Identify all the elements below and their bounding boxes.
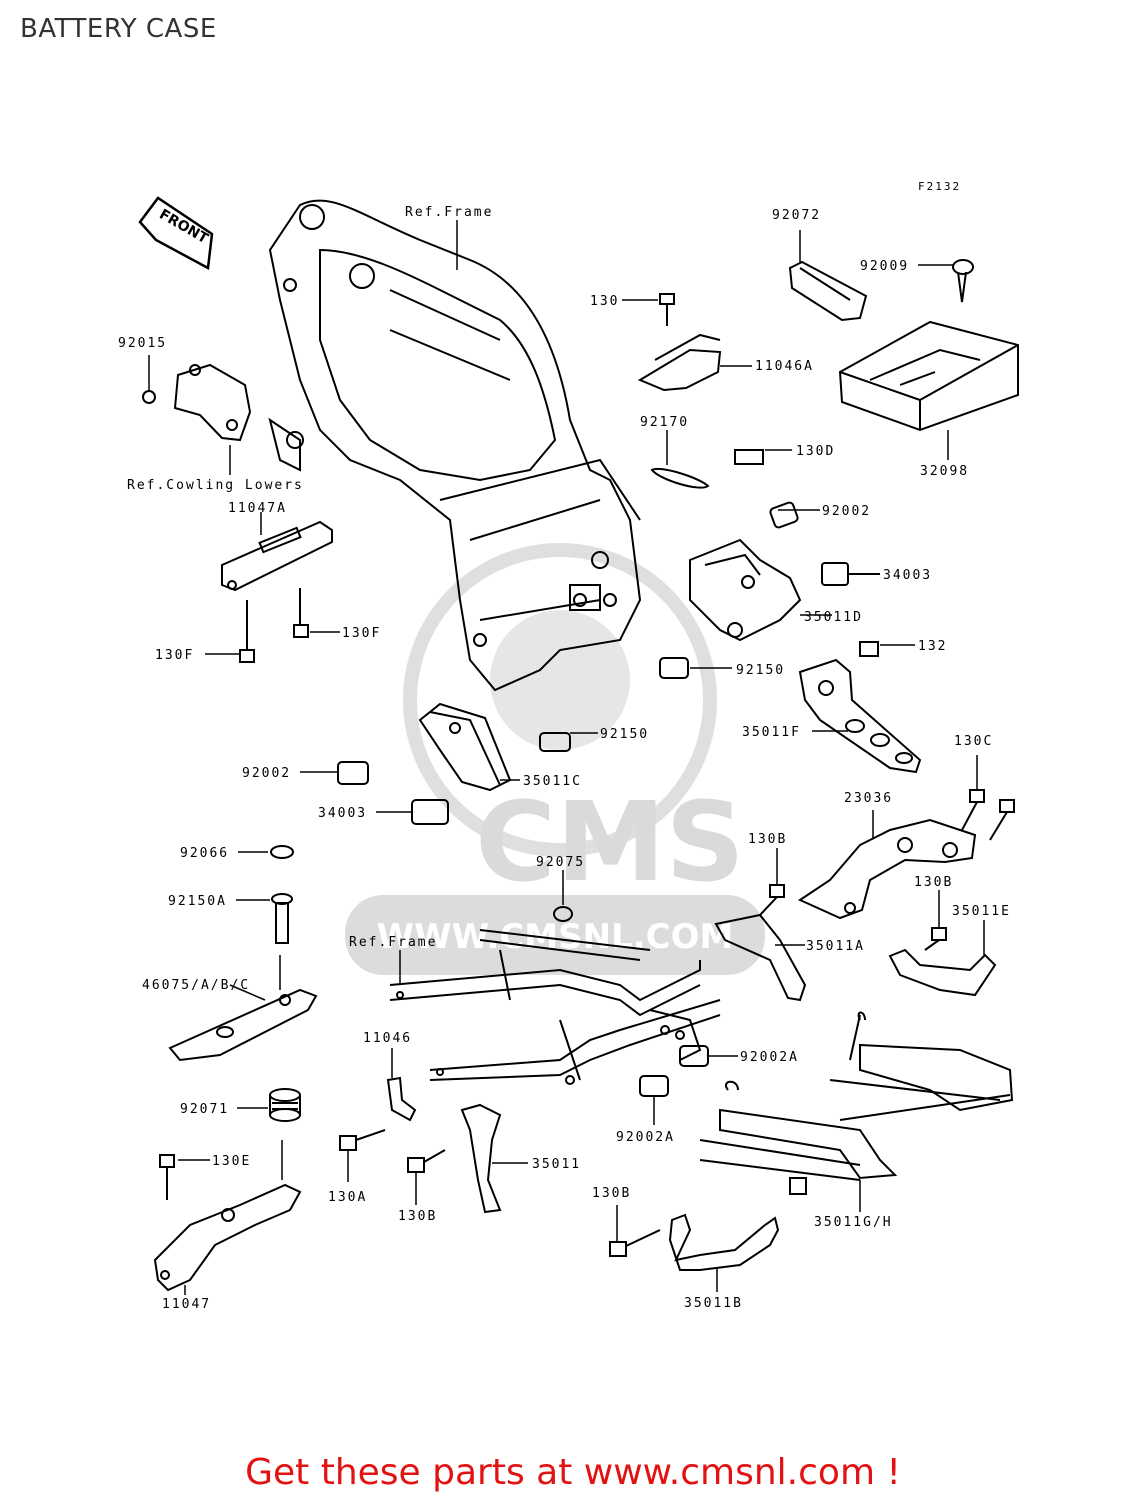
- diagram-code: F2132: [918, 180, 961, 193]
- bracket-35011: [407, 1103, 502, 1214]
- label-34003-r: 34003: [883, 568, 932, 583]
- label-11047: 11047: [162, 1297, 211, 1312]
- label-130: 130: [590, 294, 619, 309]
- label-92002-r: 92002: [822, 504, 871, 519]
- label-35011gh: 35011G/H: [814, 1215, 893, 1230]
- bracket-35011e: [888, 927, 997, 997]
- label-92170: 92170: [640, 415, 689, 430]
- footer-link[interactable]: Get these parts at www.cmsnl.com !: [245, 1452, 901, 1493]
- peg-34003-r: [821, 562, 880, 586]
- battery-case: [838, 320, 1019, 432]
- front-arrow-icon: FRONT: [138, 196, 214, 270]
- bracket-35011gh: [699, 1011, 1014, 1195]
- screw-92009: [952, 259, 974, 303]
- label-130a: 130A: [328, 1190, 367, 1205]
- bracket-11047a: [221, 520, 333, 592]
- label-92002a-1: 92002A: [740, 1050, 799, 1065]
- damper-92071: [269, 1088, 301, 1122]
- label-35011d: 35011D: [804, 610, 863, 625]
- label-23036: 23036: [844, 791, 893, 806]
- label-130f-r: 130F: [342, 626, 381, 641]
- stay-23036: [797, 818, 977, 920]
- bolt-92150-r: [659, 657, 689, 679]
- label-130b-1: 130B: [748, 832, 787, 847]
- label-130b-4: 130B: [592, 1186, 631, 1201]
- bracket-35011d: [689, 538, 802, 642]
- label-130f-l: 130F: [155, 648, 194, 663]
- label-130d: 130D: [796, 444, 835, 459]
- bracket-11046a: [637, 333, 722, 392]
- label-92066: 92066: [180, 846, 229, 861]
- label-35011c: 35011C: [523, 774, 582, 789]
- label-46075: 46075/A/B/C: [142, 978, 250, 993]
- label-92071: 92071: [180, 1102, 229, 1117]
- label-92002-l: 92002: [242, 766, 291, 781]
- label-ref-frame-mid: Ref.Frame: [349, 935, 437, 950]
- label-92002a-2: 92002A: [616, 1130, 675, 1145]
- bolt-130f: [239, 588, 309, 663]
- label-132: 132: [918, 639, 947, 654]
- label-92015: 92015: [118, 336, 167, 351]
- label-130b-3: 130B: [398, 1209, 437, 1224]
- label-92072: 92072: [772, 208, 821, 223]
- bracket-35011f: [798, 641, 922, 774]
- cowling-bracket: [142, 363, 252, 442]
- label-130c: 130C: [954, 734, 993, 749]
- label-11047a: 11047A: [228, 501, 287, 516]
- label-11046: 11046: [363, 1031, 412, 1046]
- grommet-92075: [553, 906, 573, 922]
- bolt-130c: [961, 789, 1015, 841]
- label-ref-cowling: Ref.Cowling Lowers: [127, 478, 304, 493]
- label-11046a: 11046A: [755, 359, 814, 374]
- bracket-35011b: [609, 1213, 780, 1271]
- page-title: BATTERY CASE: [20, 14, 217, 44]
- label-35011a: 35011A: [806, 939, 865, 954]
- sub-frame: [389, 929, 721, 1085]
- bolt-130: [659, 293, 675, 326]
- bracket-11046: [386, 1076, 417, 1122]
- clip-92170: [650, 449, 764, 489]
- bracket-11047: [153, 1154, 302, 1292]
- label-92009: 92009: [860, 259, 909, 274]
- main-frame: [268, 199, 642, 692]
- plate-46075: [168, 988, 318, 1062]
- bolt-130a: [339, 1129, 386, 1151]
- bolt-92150a: [271, 893, 293, 944]
- label-35011e: 35011E: [952, 904, 1011, 919]
- label-130b-2: 130B: [914, 875, 953, 890]
- label-92150-m: 92150: [600, 727, 649, 742]
- bolt-92150-m: [539, 732, 571, 752]
- watermark-brand: CMS: [475, 778, 744, 906]
- label-92075: 92075: [536, 855, 585, 870]
- label-130e: 130E: [212, 1154, 251, 1169]
- label-34003-l: 34003: [318, 806, 367, 821]
- label-32098: 32098: [920, 464, 969, 479]
- bolt-92002a: [639, 1045, 709, 1097]
- label-92150-r: 92150: [736, 663, 785, 678]
- bolt-92002-l: [337, 761, 369, 785]
- label-92150a: 92150A: [168, 894, 227, 909]
- label-ref-frame-top: Ref.Frame: [405, 205, 493, 220]
- label-35011b: 35011B: [684, 1296, 743, 1311]
- washer-92066: [270, 845, 294, 859]
- bolt-92002-r: [769, 501, 799, 529]
- label-35011f: 35011F: [742, 725, 801, 740]
- label-35011: 35011: [532, 1157, 581, 1172]
- bracket-35011c: [418, 702, 512, 792]
- strap: [788, 260, 868, 322]
